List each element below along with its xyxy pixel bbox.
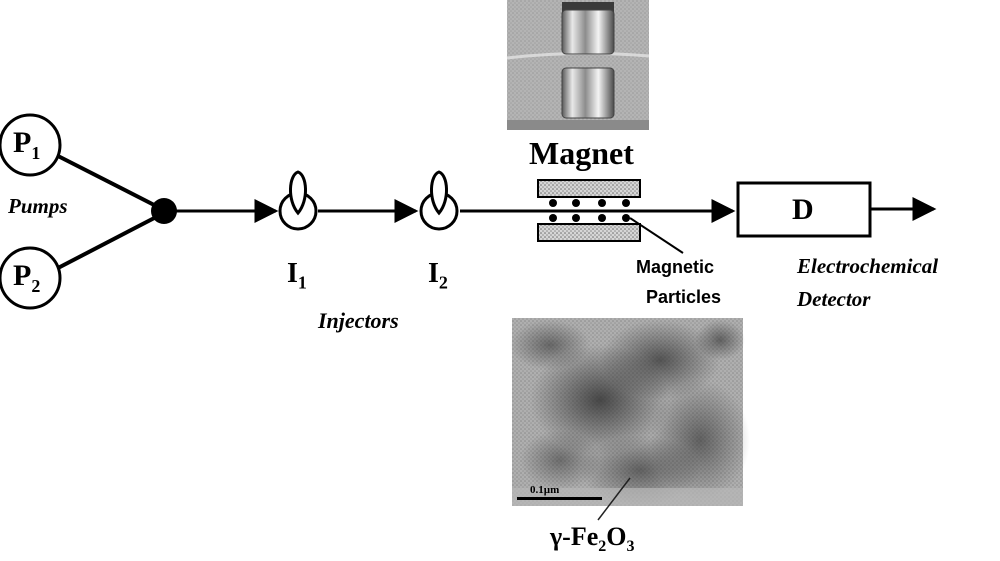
tem-image (510, 318, 750, 521)
magnet-photo (506, 0, 650, 130)
detector-box (736, 181, 872, 238)
mixing-junction (151, 198, 177, 224)
tem-caption: γ-Fe2O3 (550, 522, 635, 556)
pump-p2-tube (57, 212, 163, 270)
pump-p1 (0, 113, 62, 177)
injectors-caption: Injectors (318, 308, 399, 333)
scale-bar (517, 497, 602, 500)
pump-p1-tube (57, 154, 163, 211)
detector-caption-line2: Detector (797, 287, 871, 311)
pump-p2 (0, 246, 62, 310)
pump-p1-label: P1 (13, 126, 41, 163)
magnetic-separator (537, 179, 684, 254)
magnetic-particles-line2: Particles (646, 287, 722, 307)
detector-caption-line1: Electrochemical (797, 254, 939, 278)
scale-bar-label: 0.1µm (530, 484, 560, 496)
injector-i1 (278, 170, 318, 231)
pumps-caption: Pumps (8, 194, 68, 218)
injector-i2 (419, 170, 459, 231)
injector-i1-label: I1 (287, 258, 307, 293)
detector-letter: D (792, 193, 814, 226)
injector-i2-label: I2 (428, 258, 448, 293)
pump-p2-label: P2 (13, 259, 41, 296)
magnetic-particles-line1: Magnetic (636, 257, 715, 277)
magnet-caption: Magnet (529, 135, 634, 171)
